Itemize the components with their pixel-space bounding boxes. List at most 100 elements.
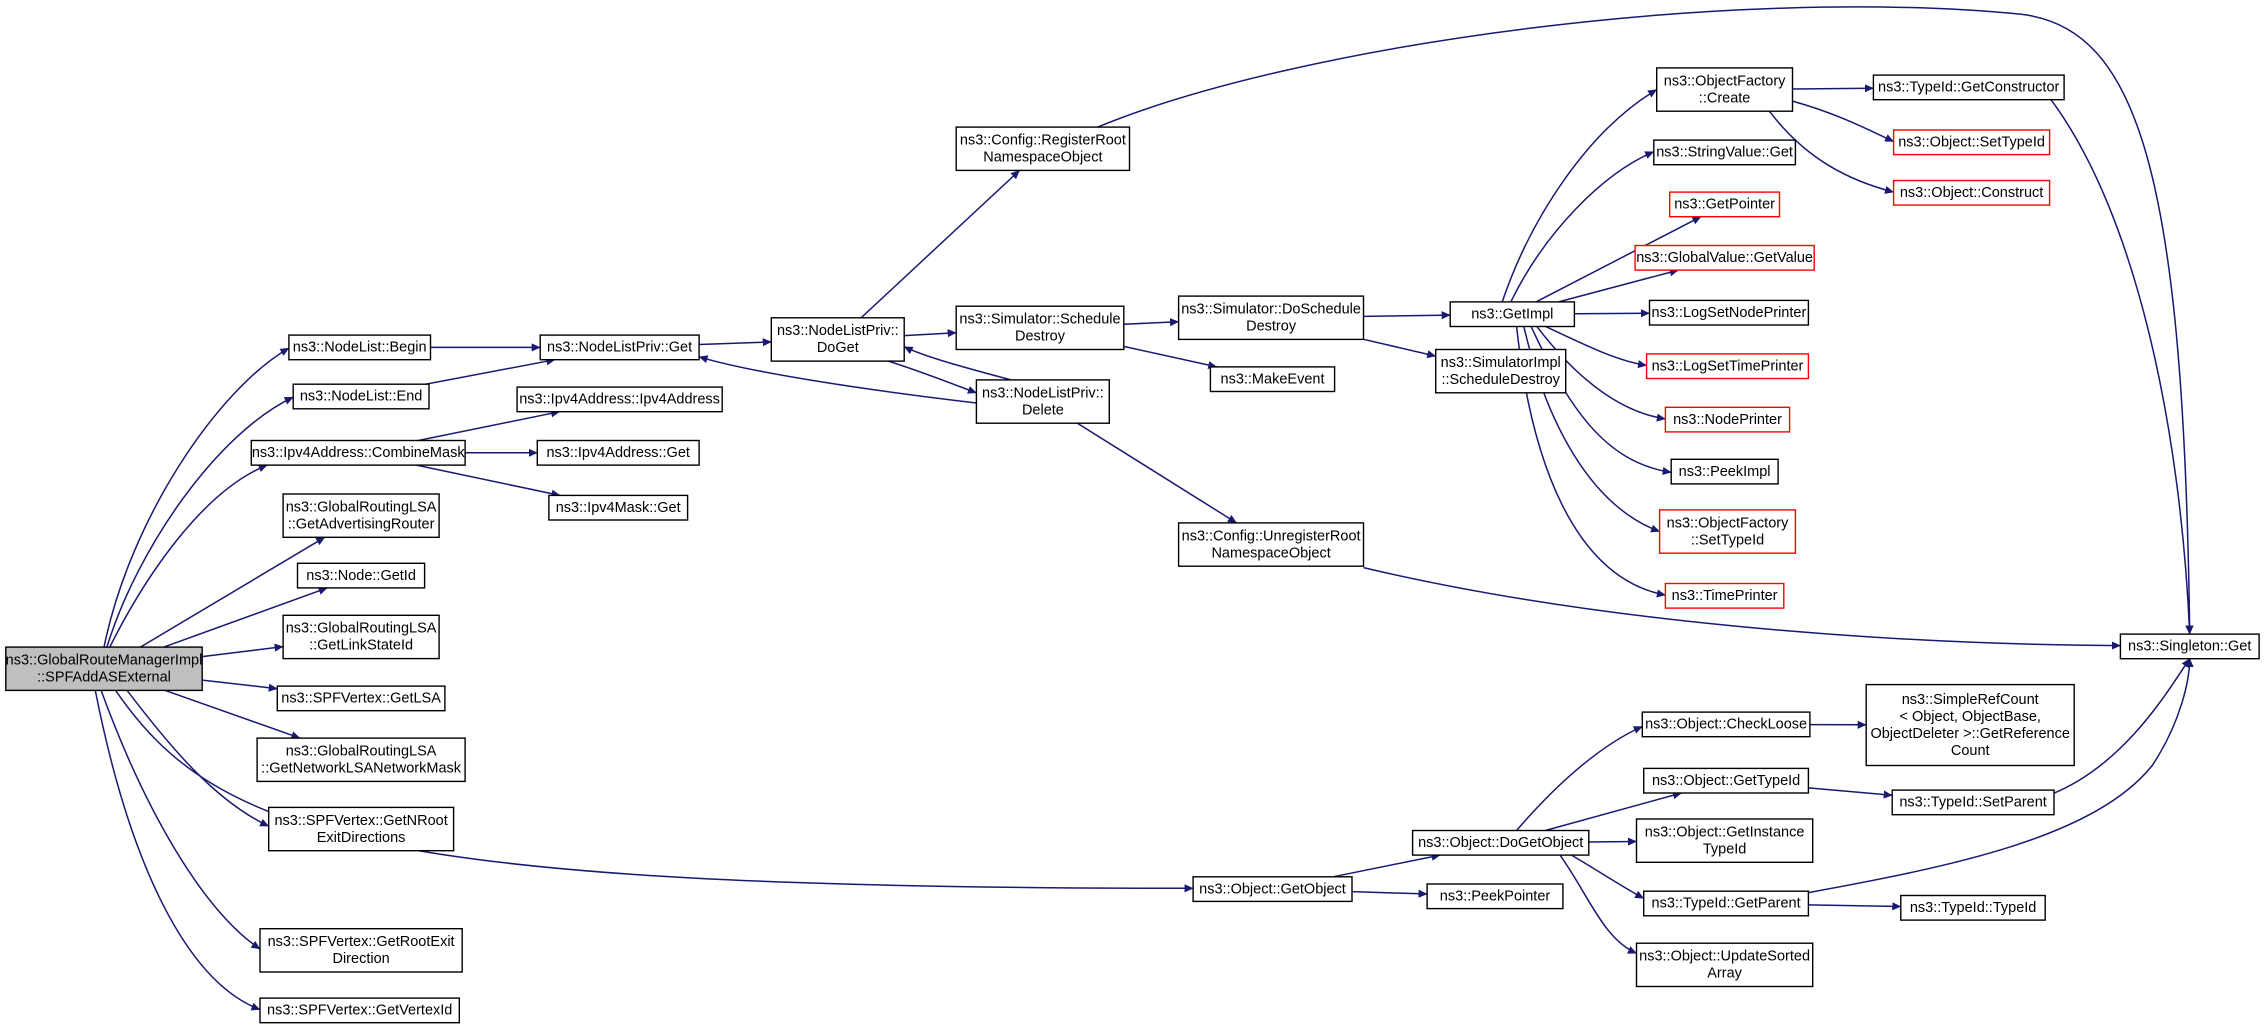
node-typeid-getctor[interactable]: ns3::TypeId::GetConstructor: [1872, 74, 2065, 101]
node-label: < Object, ObjectBase,: [1899, 709, 2040, 725]
node-box: [1434, 348, 1567, 394]
node-strval-get[interactable]: ns3::StringValue::Get: [1653, 139, 1797, 166]
node-obj-settype[interactable]: ns3::Object::SetTypeId: [1892, 129, 2051, 156]
node-box: [1641, 711, 1811, 738]
node-make-event[interactable]: ns3::MakeEvent: [1209, 366, 1336, 393]
node-sim-sched[interactable]: ns3::Simulator::ScheduleDestroy: [955, 305, 1125, 351]
node-box: [1664, 406, 1791, 433]
node-label: ns3::LogSetNodePrinter: [1652, 305, 1807, 321]
node-label: ns3::Object::CheckLoose: [1645, 717, 1807, 733]
node-ipv4-ctor[interactable]: ns3::Ipv4Address::Ipv4Address: [516, 386, 723, 413]
node-node-getid[interactable]: ns3::Node::GetId: [296, 562, 426, 589]
node-label: ns3::StringValue::Get: [1656, 145, 1793, 161]
node-peek-pointer[interactable]: ns3::PeekPointer: [1426, 883, 1564, 910]
node-box: [1653, 139, 1797, 166]
node-box: [259, 928, 463, 973]
node-obj-getobject[interactable]: ns3::Object::GetObject: [1192, 876, 1353, 903]
node-obj-checkloose[interactable]: ns3::Object::CheckLoose: [1641, 711, 1811, 738]
node-label: ns3::NodePrinter: [1673, 412, 1782, 428]
node-box: [1892, 179, 2051, 206]
node-spf-getlsa[interactable]: ns3::SPFVertex::GetLSA: [276, 685, 446, 712]
node-label: ::SPFAddASExternal: [37, 670, 171, 686]
node-nlp-get[interactable]: ns3::NodeListPriv::Get: [539, 334, 700, 361]
node-get-impl[interactable]: ns3::GetImpl: [1449, 301, 1576, 328]
node-label: ns3::GlobalRouteManagerImpl: [6, 653, 203, 669]
node-label: ns3::Config::RegisterRoot: [960, 133, 1126, 149]
node-glsa-mask[interactable]: ns3::GlobalRoutingLSA::GetNetworkLSANetw…: [256, 737, 466, 783]
node-simplerefcount[interactable]: ns3::SimpleRefCount< Object, ObjectBase,…: [1865, 683, 2075, 767]
node-ipv4-get[interactable]: ns3::Ipv4Address::Get: [536, 439, 700, 466]
node-time-printer[interactable]: ns3::TimePrinter: [1664, 582, 1785, 609]
node-box: [770, 317, 905, 362]
edge-root-to-spf_getlsa: [202, 679, 278, 692]
edge-objfac_create-to-obj_construct: [1768, 110, 1895, 194]
edge-get_impl-to-log_node: [1574, 309, 1650, 318]
node-label: Destroy: [1015, 329, 1066, 345]
node-label: ns3::NodeList::End: [300, 389, 423, 405]
edge-root-to-spf_vertexid: [94, 690, 261, 1011]
edge-nl_end-to-nlp_get: [425, 357, 556, 385]
node-box: [1642, 767, 1810, 794]
edge-sim_dosched-to-get_impl: [1363, 311, 1451, 320]
node-objfac-create[interactable]: ns3::ObjectFactory::Create: [1655, 67, 1794, 112]
edge-sim_sched-to-sim_dosched: [1123, 318, 1180, 327]
node-node-printer[interactable]: ns3::NodePrinter: [1664, 406, 1791, 433]
node-globval-get[interactable]: ns3::GlobalValue::GetValue: [1634, 244, 1815, 271]
node-singleton-get[interactable]: ns3::Singleton::Get: [2119, 633, 2260, 660]
node-nlp-delete[interactable]: ns3::NodeListPriv::Delete: [975, 379, 1111, 424]
node-obj-dogetobject[interactable]: ns3::Object::DoGetObject: [1411, 829, 1590, 856]
node-log-time[interactable]: ns3::LogSetTimePrinter: [1645, 353, 1810, 380]
node-label: ns3::Object::Construct: [1900, 185, 2043, 201]
node-label: ::SetTypeId: [1691, 532, 1764, 548]
node-cfg-unregister[interactable]: ns3::Config::UnregisterRootNamespaceObje…: [1177, 522, 1365, 567]
node-box: [539, 334, 700, 361]
node-nl-begin[interactable]: ns3::NodeList::Begin: [288, 334, 432, 361]
node-objfac-settype[interactable]: ns3::ObjectFactory::SetTypeId: [1658, 509, 1797, 554]
node-box: [259, 997, 461, 1024]
edge-root-to-glsa_mask: [164, 689, 301, 740]
node-typeid-typeid[interactable]: ns3::TypeId::TypeId: [1900, 894, 2046, 921]
node-label: ns3::SPFVertex::GetVertexId: [267, 1003, 452, 1019]
node-obj-construct[interactable]: ns3::Object::Construct: [1892, 179, 2051, 206]
node-simimpl-sched[interactable]: ns3::SimulatorImpl::ScheduleDestroy: [1434, 348, 1567, 394]
node-box: [1648, 299, 1810, 326]
node-ipv4mask-get[interactable]: ns3::Ipv4Mask::Get: [548, 494, 689, 521]
node-ipv4-combine[interactable]: ns3::Ipv4Address::CombineMask: [250, 439, 466, 466]
edge-obj_dogetobject-to-obj_updatesorted: [1559, 854, 1637, 954]
node-get-pointer[interactable]: ns3::GetPointer: [1668, 191, 1781, 218]
node-glsa-link[interactable]: ns3::GlobalRoutingLSA::GetLinkStateId: [282, 614, 440, 660]
node-peek-impl[interactable]: ns3::PeekImpl: [1670, 458, 1779, 485]
node-box: [288, 334, 432, 361]
node-typeid-setparent[interactable]: ns3::TypeId::SetParent: [1891, 789, 2055, 816]
edge-objfac_create-to-obj_settype: [1792, 100, 1895, 143]
node-label: Destroy: [1246, 319, 1297, 335]
node-glsa-adv[interactable]: ns3::GlobalRoutingLSA::GetAdvertisingRou…: [282, 493, 440, 538]
edge-root-to-glsa_link: [202, 643, 284, 658]
edge-ipv4_combine-to-ipv4_ctor: [418, 409, 561, 442]
node-box: [1664, 582, 1785, 609]
node-log-node[interactable]: ns3::LogSetNodePrinter: [1648, 299, 1810, 326]
node-label: NamespaceObject: [983, 150, 1102, 166]
node-label: ns3::TypeId::SetParent: [1899, 795, 2047, 811]
node-label: ns3::Node::GetId: [306, 568, 416, 584]
node-obj-gettypeid[interactable]: ns3::Object::GetTypeId: [1642, 767, 1810, 794]
node-box: [1642, 890, 1810, 917]
edge-obj_dogetobject-to-obj_getinst: [1588, 837, 1637, 846]
node-nl-end[interactable]: ns3::NodeList::End: [292, 383, 430, 410]
node-box: [1658, 509, 1797, 554]
node-label: ns3::PeekPointer: [1440, 889, 1551, 905]
node-root[interactable]: ns3::GlobalRouteManagerImpl::SPFAddASExt…: [5, 646, 203, 692]
edges-layer: [94, 6, 2194, 1011]
node-typeid-getparent[interactable]: ns3::TypeId::GetParent: [1642, 890, 1810, 917]
node-spf-vertexid[interactable]: ns3::SPFVertex::GetVertexId: [259, 997, 461, 1024]
node-nlp-doget[interactable]: ns3::NodeListPriv::DoGet: [770, 317, 905, 362]
node-label: ::GetNetworkLSANetworkMask: [261, 761, 462, 777]
edge-get_impl-to-get_pointer: [1535, 216, 1702, 303]
edge-root-to-glsa_adv: [140, 536, 326, 648]
